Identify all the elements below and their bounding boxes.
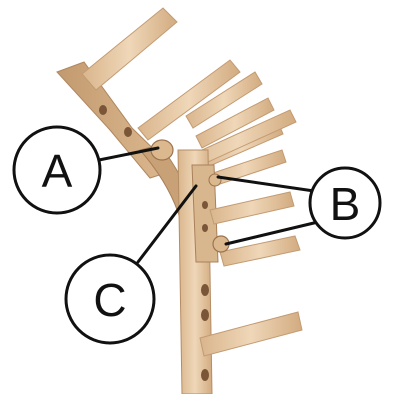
callout-b-label: B [330,178,361,230]
leader-b-1 [218,177,314,191]
hinge-hole-1 [202,201,208,209]
rail-hole-1 [99,105,107,115]
top-peg [82,8,177,90]
post-hole-2 [201,309,209,321]
post-hole-1 [201,284,209,296]
callout-b: B [310,168,380,238]
callout-a: A [14,127,100,213]
hinge-hole-2 [202,224,208,232]
front-rungs [200,192,302,356]
callout-c: C [66,255,154,343]
callout-c-label: C [93,274,126,326]
post-hole-3 [201,369,209,381]
rail-hole-2 [124,127,132,137]
callout-a-label: A [42,145,73,197]
